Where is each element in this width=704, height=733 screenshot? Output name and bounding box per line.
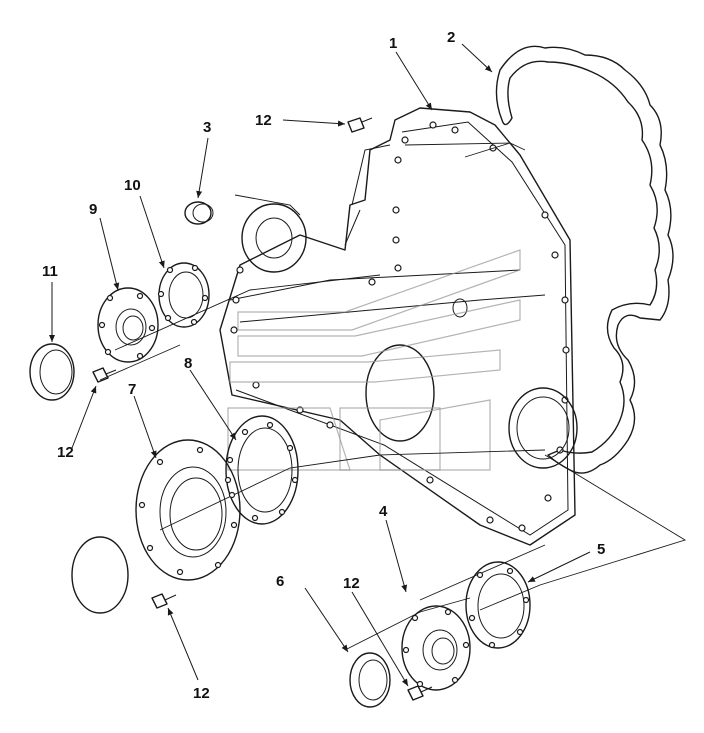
callout-8: 8 [184, 355, 192, 372]
watermark-graphic [227, 249, 521, 471]
callout-6: 6 [276, 573, 284, 590]
callout-12-left: 12 [57, 444, 74, 461]
rear-seal-carrier-part [401, 605, 471, 691]
callout-11: 11 [42, 263, 58, 280]
small-gasket-part [157, 262, 210, 328]
seal-carrier-part [97, 287, 159, 363]
oil-seal-part [29, 343, 75, 401]
callout-7: 7 [128, 381, 136, 398]
cover-flange-opening [508, 387, 578, 469]
flange-gasket-part [225, 415, 299, 525]
callout-5: 5 [597, 541, 605, 558]
callout-1: 1 [389, 35, 397, 52]
bolt-part-bottom-left [151, 593, 177, 609]
cover-mounting-pad [241, 203, 468, 318]
cover-seal-opening [365, 344, 435, 442]
callout-3: 3 [203, 119, 211, 136]
cover-plate-part [135, 439, 241, 581]
ring-seal-part [71, 536, 129, 614]
callout-4: 4 [379, 503, 388, 520]
gasket-part [495, 45, 674, 474]
callout-9: 9 [89, 201, 97, 218]
small-seal-part [349, 652, 391, 708]
callout-labels: 1 2 3 4 5 6 7 8 9 10 11 12 12 12 12 [42, 29, 605, 702]
callout-leaders [49, 43, 591, 687]
callout-12-right: 12 [343, 575, 360, 592]
callout-12-bottom: 12 [193, 685, 210, 702]
rear-gasket-part [465, 561, 531, 649]
callout-12-top: 12 [255, 112, 272, 129]
plug-part [184, 201, 214, 225]
bolt-part-left [92, 367, 117, 383]
callout-10: 10 [124, 177, 141, 194]
bolt-part-bottom-right [407, 685, 433, 701]
bolt-part-top [347, 117, 373, 133]
callout-2: 2 [447, 29, 455, 46]
